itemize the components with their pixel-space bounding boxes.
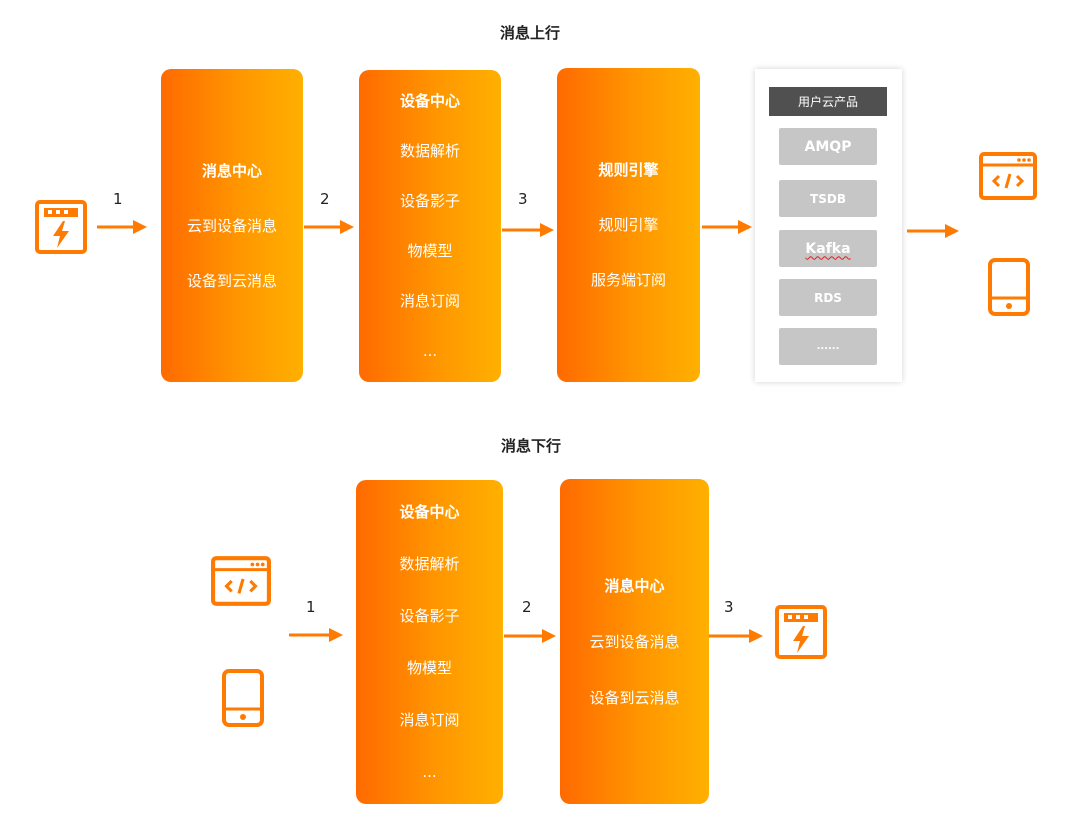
- downlink-step-1: 1: [306, 598, 316, 616]
- uplink-rule-engine: 规则引擎 规则引擎 服务端订阅: [557, 68, 700, 382]
- uplink-message-center-item: 设备到云消息: [186, 271, 277, 290]
- uplink-step-1: 1: [113, 190, 123, 208]
- downlink-title: 消息下行: [500, 437, 561, 455]
- downlink-device-center: 设备中心 数据解析 设备影子 物模型 消息订阅 ...: [356, 480, 503, 804]
- user-cloud-products-header: 用户云产品: [769, 87, 887, 116]
- uplink-device-center-item: 设备影子: [399, 192, 460, 210]
- uplink-arrow-3: [502, 221, 554, 239]
- browser-code-icon: [211, 556, 271, 610]
- uplink-arrow-1: [97, 218, 147, 236]
- downlink-arrow-1: [289, 626, 343, 644]
- uplink-message-center-item: 云到设备消息: [186, 216, 277, 235]
- uplink-rule-engine-item: 规则引擎: [598, 216, 659, 234]
- uplink-device-center-item: ...: [422, 342, 438, 360]
- uplink-device-center: 设备中心 数据解析 设备影子 物模型 消息订阅 ...: [359, 70, 501, 382]
- mobile-phone-icon: [988, 258, 1030, 320]
- downlink-device-center-item: 数据解析: [399, 555, 460, 573]
- downlink-device-center-item: 消息订阅: [399, 711, 460, 729]
- product-item-kafka-label: Kafka: [805, 240, 851, 257]
- uplink-device-center-title: 设备中心: [399, 92, 460, 110]
- uplink-device-center-item: 消息订阅: [399, 292, 460, 310]
- uplink-title: 消息上行: [499, 24, 560, 42]
- uplink-rule-engine-item: 服务端订阅: [590, 271, 666, 289]
- uplink-device-center-item: 物模型: [407, 242, 453, 260]
- uplink-step-3: 3: [518, 190, 528, 208]
- downlink-message-center-item: 云到设备消息: [589, 632, 680, 651]
- product-item-more: ......: [779, 328, 877, 365]
- uplink-arrow-5: [907, 222, 959, 240]
- uplink-message-center: 消息中心 云到设备消息 设备到云消息: [161, 69, 303, 382]
- downlink-device-center-item: 设备影子: [399, 607, 460, 625]
- uplink-device-center-item: 数据解析: [399, 142, 460, 160]
- downlink-message-center-title: 消息中心: [604, 576, 665, 595]
- uplink-rule-engine-title: 规则引擎: [598, 161, 659, 179]
- downlink-step-2: 2: [522, 598, 532, 616]
- product-item-rds: RDS: [779, 279, 877, 316]
- uplink-step-2: 2: [320, 190, 330, 208]
- downlink-device-center-item: 物模型: [406, 659, 452, 677]
- product-item-kafka: Kafka: [779, 230, 877, 267]
- downlink-arrow-3: [709, 627, 763, 645]
- user-cloud-products-panel: 用户云产品 AMQP TSDB Kafka RDS ......: [755, 69, 902, 382]
- browser-code-icon: [979, 152, 1037, 204]
- device-bolt-icon: [775, 605, 827, 663]
- device-bolt-icon: [35, 200, 87, 258]
- mobile-phone-icon: [222, 668, 264, 732]
- downlink-device-center-title: 设备中心: [399, 503, 460, 521]
- product-item-amqp: AMQP: [779, 128, 877, 165]
- downlink-message-center: 消息中心 云到设备消息 设备到云消息: [560, 479, 709, 804]
- uplink-arrow-4: [702, 218, 752, 236]
- uplink-arrow-2: [304, 218, 354, 236]
- downlink-message-center-item: 设备到云消息: [589, 688, 680, 707]
- product-item-tsdb: TSDB: [779, 180, 877, 217]
- uplink-message-center-title: 消息中心: [201, 161, 262, 180]
- downlink-arrow-2: [504, 627, 556, 645]
- downlink-device-center-item: ...: [422, 763, 437, 781]
- downlink-step-3: 3: [724, 598, 734, 616]
